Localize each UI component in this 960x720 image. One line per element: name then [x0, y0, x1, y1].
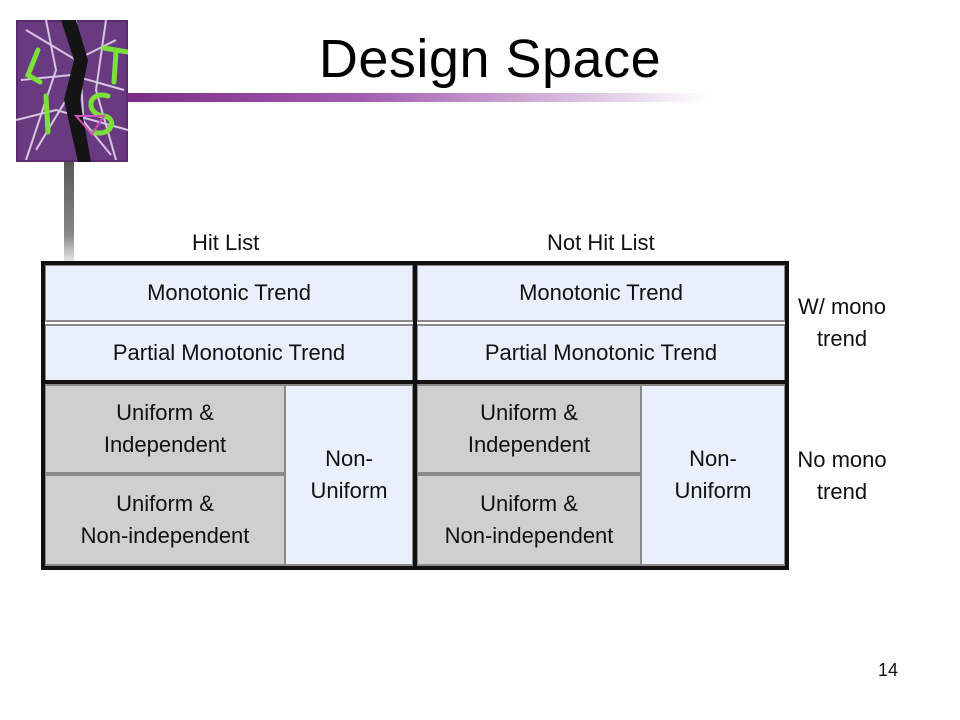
cell-uniform-nonindependent-not-hit: Uniform &Non-independent [416, 474, 642, 566]
cell-partial-monotonic-trend-hit: Partial Monotonic Trend [44, 324, 414, 382]
cell-non-uniform-hit: Non-Uniform [284, 384, 414, 566]
cell-uniform-nonindependent-hit: Uniform &Non-independent [44, 474, 286, 566]
logo-pole [64, 158, 74, 268]
cell-uniform-independent-hit: Uniform &Independent [44, 384, 286, 474]
cell-non-uniform-not-hit: Non-Uniform [640, 384, 786, 566]
column-header-hit-list: Hit List [192, 230, 260, 255]
title-underline-bar [128, 93, 708, 102]
cell-uniform-independent-not-hit: Uniform &Independent [416, 384, 642, 474]
cell-monotonic-trend-hit: Monotonic Trend [44, 264, 414, 322]
column-header-not-hit-list: Not Hit List [547, 230, 655, 255]
cell-monotonic-trend-not-hit: Monotonic Trend [416, 264, 786, 322]
slide-title: Design Space [318, 29, 662, 89]
page-number: 14 [878, 660, 899, 680]
cell-partial-monotonic-trend-not-hit: Partial Monotonic Trend [416, 324, 786, 382]
lab-logo [16, 20, 128, 162]
